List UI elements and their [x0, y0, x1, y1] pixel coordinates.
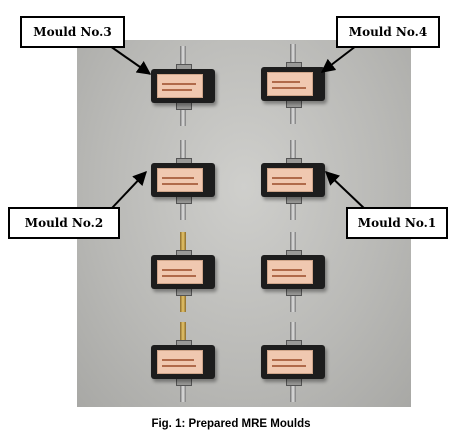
mould-sample-1: [257, 140, 329, 220]
callout-mould-1: Mould No.1: [346, 207, 448, 239]
mould-sample-7: [147, 322, 219, 402]
callout-mould-4: Mould No.4: [336, 16, 440, 48]
arrow-mould-1: [324, 171, 367, 211]
mould-sample-4: [257, 44, 329, 124]
mould-sample-3: [147, 46, 219, 126]
mould-sample-2: [147, 140, 219, 220]
callout-mould-2: Mould No.2: [8, 207, 120, 239]
mould-sample-8: [257, 322, 329, 402]
mould-sample-5: [147, 232, 219, 312]
callout-mould-3: Mould No.3: [20, 16, 125, 48]
mould-sample-6: [257, 232, 329, 312]
arrow-mould-2: [111, 170, 147, 209]
figure-caption: Fig. 1: Prepared MRE Moulds: [151, 418, 311, 430]
arrow-mould-3: [109, 45, 152, 75]
arrow-mould-4: [320, 45, 357, 73]
